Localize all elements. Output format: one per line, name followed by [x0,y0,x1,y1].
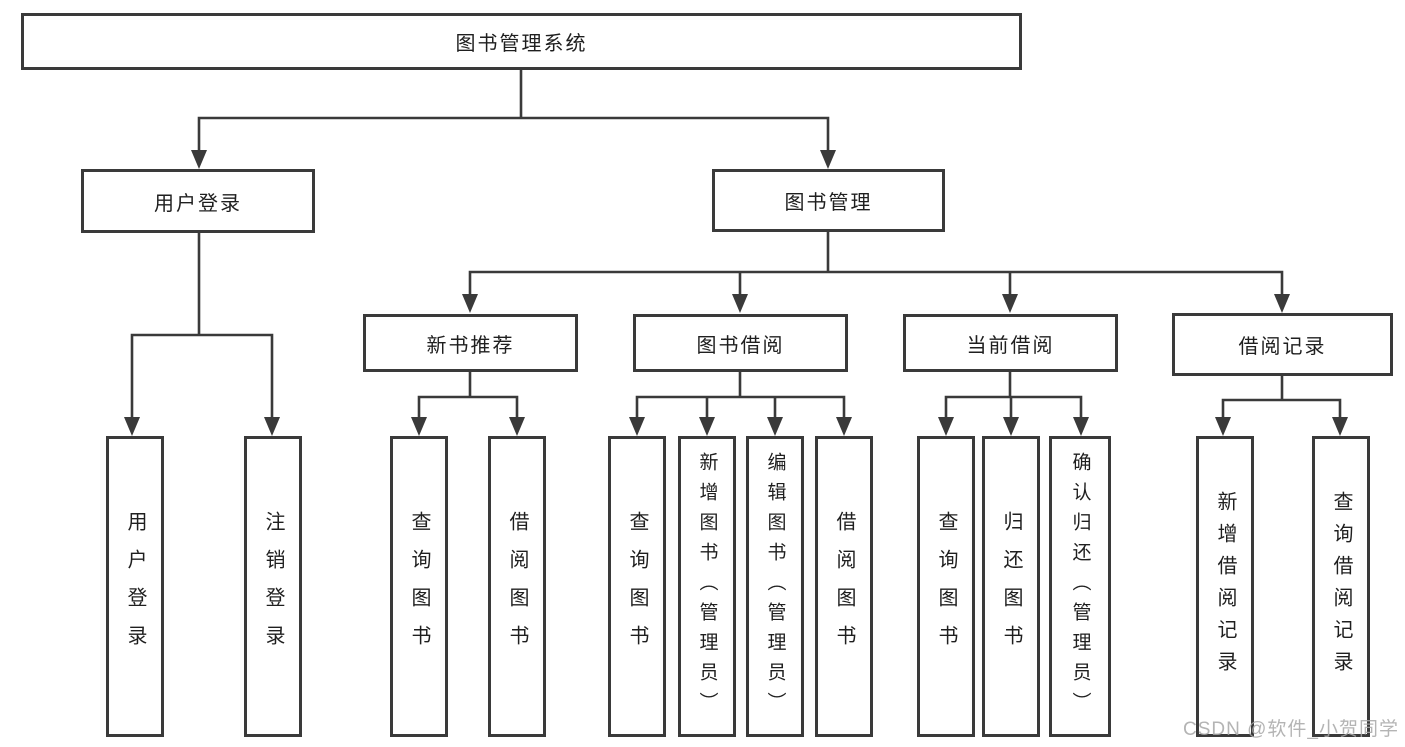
csdn-watermark: CSDN @软件_小贺同学 [1183,719,1399,740]
leaf-query-books-borrow: 查询图书 [608,436,666,737]
node-new-book-recommend: 新书推荐 [363,314,578,372]
leaf-add-book-admin: 新增图书（管理员） [678,436,736,737]
leaf-user-login: 用户登录 [106,436,164,737]
node-current-borrow: 当前借阅 [903,314,1118,372]
leaf-query-books-recommend-label: 查询图书 [408,510,430,663]
leaf-borrow-books-recommend-label: 借阅图书 [506,510,528,663]
leaf-add-borrow-record: 新增借阅记录 [1196,436,1254,737]
node-user-login: 用户登录 [81,169,315,233]
leaf-confirm-return-admin: 确认归还（管理员） [1049,436,1111,737]
leaf-query-books-borrow-label: 查询图书 [626,510,648,663]
node-book-borrow: 图书借阅 [633,314,848,372]
leaf-query-books-current-label: 查询图书 [935,510,957,663]
node-book-management: 图书管理 [712,169,945,232]
leaf-return-book: 归还图书 [982,436,1040,737]
leaf-query-borrow-record-label: 查询借阅记录 [1330,490,1352,683]
leaf-add-book-admin-label: 新增图书（管理员） [696,451,718,722]
leaf-borrow-books-recommend: 借阅图书 [488,436,546,737]
leaf-logout-label: 注销登录 [262,510,284,663]
leaf-borrow-books: 借阅图书 [815,436,873,737]
node-root: 图书管理系统 [21,13,1022,70]
leaf-query-borrow-record: 查询借阅记录 [1312,436,1370,737]
node-borrow-record: 借阅记录 [1172,313,1393,376]
leaf-confirm-return-admin-label: 确认归还（管理员） [1069,451,1091,722]
leaf-user-login-label: 用户登录 [124,510,146,663]
leaf-edit-book-admin: 编辑图书（管理员） [746,436,804,737]
leaf-return-book-label: 归还图书 [1000,510,1022,663]
leaf-logout: 注销登录 [244,436,302,737]
leaf-borrow-books-label: 借阅图书 [833,510,855,663]
leaf-query-books-recommend: 查询图书 [390,436,448,737]
leaf-add-borrow-record-label: 新增借阅记录 [1214,490,1236,683]
leaf-edit-book-admin-label: 编辑图书（管理员） [764,451,786,722]
leaf-query-books-current: 查询图书 [917,436,975,737]
